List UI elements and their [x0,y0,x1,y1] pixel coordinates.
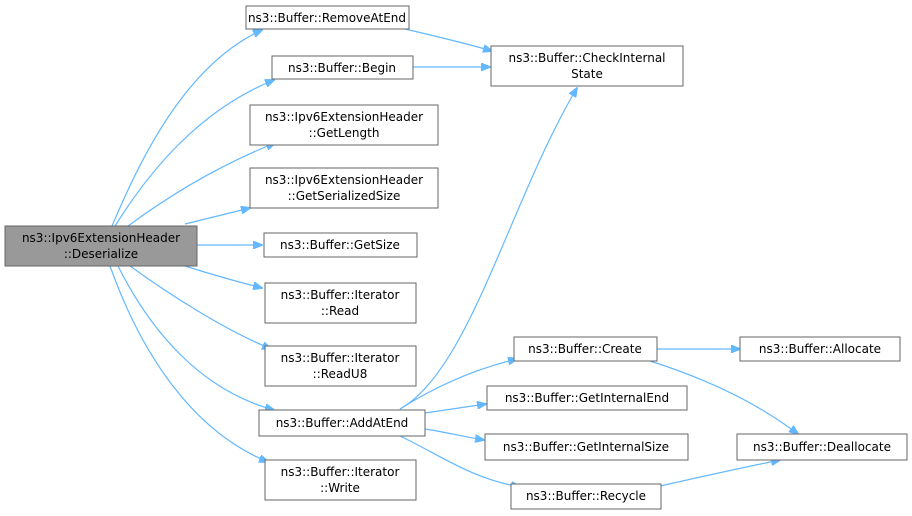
edge-deserialize-getserializedsize [184,208,250,225]
edge-deserialize-removeatend [111,30,262,227]
node-get-size-label: ns3::Buffer::GetSize [280,238,400,252]
node-iterator-read-u8-line1: ns3::Buffer::Iterator [281,351,400,365]
node-get-serialized-size-line1: ns3::Ipv6ExtensionHeader [265,173,423,187]
edge-addatend-recycle [399,435,520,487]
node-iterator-read-u8-line2: ::ReadU8 [313,367,368,381]
node-remove-at-end-label: ns3::Buffer::RemoveAtEnd [248,11,406,25]
node-deserialize-line1: ns3::Ipv6ExtensionHeader [22,231,180,245]
node-get-length[interactable]: ns3::Ipv6ExtensionHeader ::GetLength [249,104,439,146]
node-get-serialized-size[interactable]: ns3::Ipv6ExtensionHeader ::GetSerialized… [249,167,439,209]
node-begin-label: ns3::Buffer::Begin [288,61,396,75]
node-iterator-write-line1: ns3::Buffer::Iterator [281,465,400,479]
node-get-size[interactable]: ns3::Buffer::GetSize [263,232,418,258]
node-begin[interactable]: ns3::Buffer::Begin [271,55,414,80]
edge-create-deallocate [649,360,798,434]
edge-recycle-deallocate [659,460,780,487]
edge-addatend-checkinternalstate [399,88,577,410]
node-get-serialized-size-line2: ::GetSerializedSize [288,189,401,203]
node-iterator-read-line1: ns3::Buffer::Iterator [281,288,400,302]
node-add-at-end[interactable]: ns3::Buffer::AddAtEnd [258,409,426,437]
node-create-label: ns3::Buffer::Create [528,342,642,356]
node-iterator-write[interactable]: ns3::Buffer::Iterator ::Write [264,459,417,501]
node-check-internal-state-line1: ns3::Buffer::CheckInternal [508,51,665,65]
node-iterator-write-line2: ::Write [320,481,360,495]
node-deserialize-line2: ::Deserialize [64,247,138,261]
node-allocate[interactable]: ns3::Buffer::Allocate [739,336,901,362]
node-recycle[interactable]: ns3::Buffer::Recycle [510,483,662,510]
edge-deserialize-iteratorwrite [109,265,268,462]
node-iterator-read-line2: ::Read [321,304,359,318]
node-remove-at-end[interactable]: ns3::Buffer::RemoveAtEnd [245,5,410,30]
node-deserialize[interactable]: ns3::Ipv6ExtensionHeader ::Deserialize [4,225,198,267]
node-recycle-label: ns3::Buffer::Recycle [526,489,646,503]
node-deallocate-label: ns3::Buffer::Deallocate [753,440,891,454]
edge-deserialize-begin [114,80,274,227]
node-iterator-read-u8[interactable]: ns3::Buffer::Iterator ::ReadU8 [264,345,417,387]
node-add-at-end-label: ns3::Buffer::AddAtEnd [276,416,409,430]
node-get-internal-end-label: ns3::Buffer::GetInternalEnd [505,391,669,405]
node-get-length-line1: ns3::Ipv6ExtensionHeader [265,110,423,124]
node-allocate-label: ns3::Buffer::Allocate [759,342,881,356]
node-create[interactable]: ns3::Buffer::Create [513,336,658,362]
node-get-internal-end[interactable]: ns3::Buffer::GetInternalEnd [486,385,688,411]
node-get-length-line2: ::GetLength [309,126,380,140]
edge-deserialize-iteratorread [184,265,262,288]
node-check-internal-state[interactable]: ns3::Buffer::CheckInternal State [490,45,684,87]
edge-deserialize-iteratorreadu8 [129,265,271,349]
node-get-internal-size[interactable]: ns3::Buffer::GetInternalSize [484,433,689,461]
edge-deserialize-getlength [127,143,275,227]
edge-addatend-getinternalsize [424,428,484,440]
edge-addatend-getinternalend [424,404,486,414]
edge-addatend-create [399,359,517,410]
node-deallocate[interactable]: ns3::Buffer::Deallocate [736,433,908,461]
node-get-internal-size-label: ns3::Buffer::GetInternalSize [503,440,669,454]
edge-deserialize-addatend [117,265,274,410]
node-iterator-read[interactable]: ns3::Buffer::Iterator ::Read [264,282,417,324]
node-check-internal-state-line2: State [571,67,603,81]
edge-removeatend-checkinternalstate [404,28,492,51]
